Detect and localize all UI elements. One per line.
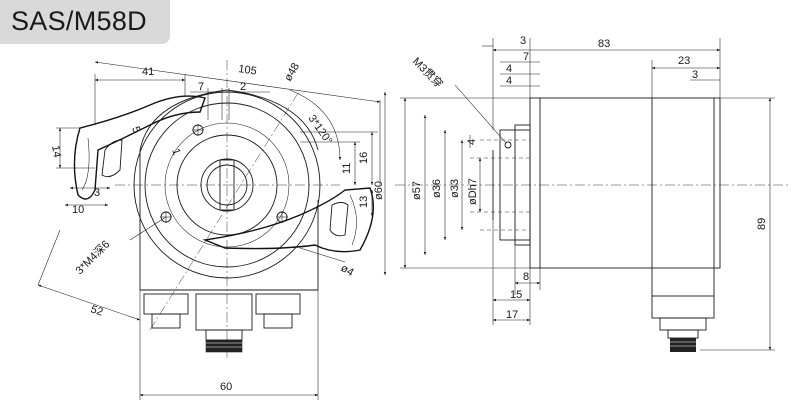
dim-dh7-dia: øDh7	[467, 178, 479, 205]
connector-left	[143, 293, 189, 315]
dim-60: 60	[220, 381, 232, 393]
title-badge: SAS/M58D	[0, 0, 170, 44]
dim-4-side-b: 4	[506, 75, 512, 87]
dim-3-side-right: 3	[692, 69, 698, 81]
dim-10: 10	[72, 204, 84, 216]
dim-33-dia: ø33	[449, 179, 461, 198]
dim-4-dia: ø4	[339, 262, 356, 279]
dim-16: 16	[358, 152, 370, 164]
dim-52: 52	[89, 303, 104, 318]
connector-right	[255, 293, 301, 315]
dim-11: 11	[341, 163, 353, 174]
dim-36-dia: ø36	[431, 179, 443, 198]
left-tether-arm	[73, 95, 206, 200]
dim-17: 17	[506, 309, 518, 321]
front-view	[37, 60, 387, 400]
cable-gland-hatch	[205, 339, 243, 353]
dim-14: 14	[49, 144, 63, 158]
dim-48-dia: ø48	[282, 61, 302, 83]
mount-hole-top	[192, 124, 204, 136]
dim-3-front: 3	[94, 187, 100, 199]
shaft-bore-circle	[200, 158, 254, 212]
dim-57-dia: ø57	[411, 181, 423, 200]
dim-41: 41	[142, 66, 154, 78]
dimension-labels: 41 105 ø48 7 2 3*120° 5 14 1 3 10 11 16 …	[49, 35, 768, 393]
dim-4-side-c: 4	[466, 139, 478, 145]
connector-center	[195, 293, 253, 331]
m3-through-note: M3贯穿	[410, 54, 446, 90]
dim-60-dia: ø60	[373, 181, 385, 200]
dim-7-front: 7	[198, 81, 204, 93]
right-tether-arm	[202, 187, 375, 253]
side-connector	[651, 295, 715, 319]
dim-4-side-a: 4	[506, 63, 512, 75]
dim-3-side: 3	[520, 35, 526, 47]
dim-13: 13	[358, 196, 370, 208]
dim-83: 83	[598, 38, 610, 50]
dim-8: 8	[523, 271, 529, 283]
m4-thread-note: 3*M4深6	[73, 238, 112, 277]
side-cable-hatch	[670, 338, 696, 352]
m3-screw-hole	[504, 141, 512, 149]
dim-89: 89	[756, 218, 768, 230]
dim-7-side: 7	[523, 51, 529, 63]
dim-2: 2	[240, 81, 246, 93]
dim-23: 23	[678, 55, 690, 67]
side-view	[395, 38, 790, 352]
dim-105: 105	[238, 63, 258, 77]
dim-1: 1	[169, 147, 182, 157]
dim-5: 5	[129, 125, 142, 135]
encoder-body	[529, 97, 721, 269]
dim-15: 15	[510, 289, 522, 301]
product-title: SAS/M58D	[11, 6, 147, 36]
